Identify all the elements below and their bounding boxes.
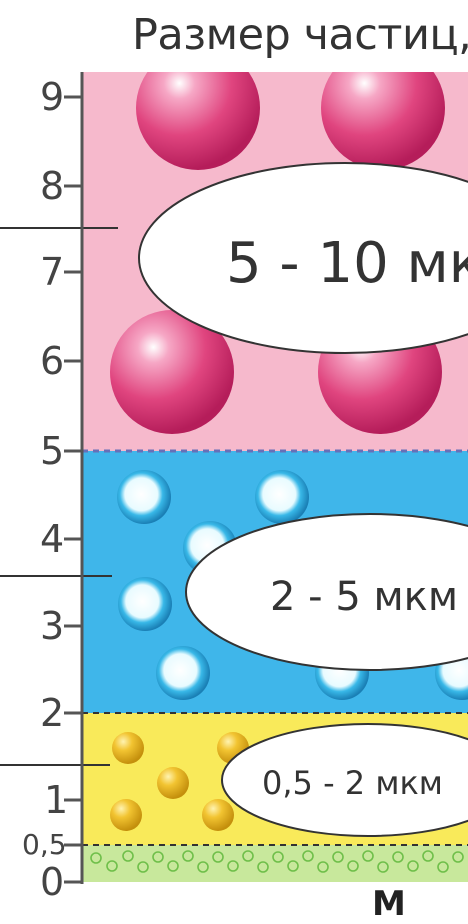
tick-label-8: 8 [40,164,65,208]
green-particles [90,850,464,873]
yellow-sphere [157,767,189,799]
tick-label-2: 2 [40,691,65,735]
blue-ring [156,646,210,700]
tick-label-0-5: 0,5 [22,828,67,861]
yellow-band-label: 0,5 - 2 мкм [262,764,443,802]
yellow-sphere [110,799,142,831]
tick-label-5: 5 [40,429,65,473]
tick-label-1: 1 [44,778,69,822]
pink-sphere [321,72,445,170]
blue-ring [255,470,309,524]
yellow-label-bubble: 0,5 - 2 мкм [221,723,468,837]
tick-label-3: 3 [40,604,65,648]
yellow-sphere [202,799,234,831]
blue-band-label: 2 - 5 мкм [270,574,458,620]
particle-size-diagram: Размер частиц, [0,10,468,924]
pink-sphere [136,72,260,170]
bottom-cut-text: М [372,884,406,924]
blue-label-bubble: 2 - 5 мкм [185,513,468,671]
tick-label-9: 9 [40,75,65,119]
pink-band-label: 5 - 10 мк [226,231,468,296]
yellow-sphere [112,732,144,764]
tick-label-6: 6 [40,339,65,383]
pink-label-bubble: 5 - 10 мк [138,162,468,354]
blue-ring [117,470,171,524]
diagram-canvas: 5 - 10 мк 2 - 5 мкм 0,5 - 2 мкм [0,72,468,884]
pink-sphere [110,310,234,434]
tick-label-7: 7 [40,250,65,294]
blue-ring [118,577,172,631]
tick-label-0: 0 [40,860,65,904]
diagram-title: Размер частиц, [132,10,468,60]
tick-label-4: 4 [40,517,65,561]
y-axis [64,72,84,884]
